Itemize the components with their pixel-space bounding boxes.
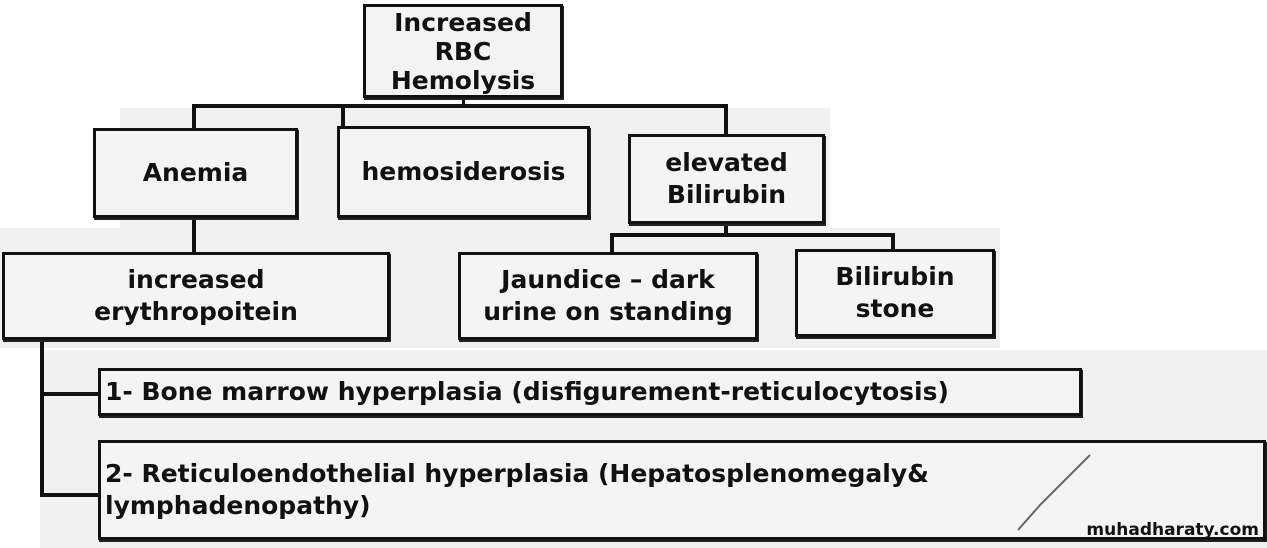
connector-line bbox=[891, 233, 895, 251]
node-label: elevated Bilirubin bbox=[665, 148, 788, 209]
node-bilirubin-stone: Bilirubin stone bbox=[795, 249, 995, 337]
node-anemia: Anemia bbox=[93, 128, 298, 218]
connector-line bbox=[40, 392, 102, 396]
watermark: muhadharaty.com bbox=[1086, 520, 1259, 540]
node-hemosiderosis: hemosiderosis bbox=[337, 126, 590, 218]
node-label: Jaundice – dark urine on standing bbox=[483, 265, 733, 326]
node-label: 1- Bone marrow hyperplasia (disfiguremen… bbox=[105, 377, 949, 406]
connector-line bbox=[341, 104, 345, 126]
node-elevated-bilirubin: elevated Bilirubin bbox=[628, 134, 825, 224]
node-label: hemosiderosis bbox=[361, 157, 566, 186]
connector-line bbox=[40, 338, 44, 496]
connector-line bbox=[192, 104, 196, 134]
connector-line bbox=[462, 96, 465, 106]
node-increased-rbc-hemolysis: Increased RBC Hemolysis bbox=[363, 4, 563, 98]
node-increased-erythropoitein: increased erythropoitein bbox=[2, 252, 390, 340]
connector-line bbox=[610, 233, 895, 237]
connector-line bbox=[610, 233, 614, 253]
effect-bone-marrow-hyperplasia: 1- Bone marrow hyperplasia (disfiguremen… bbox=[98, 368, 1082, 416]
node-jaundice: Jaundice – dark urine on standing bbox=[458, 252, 758, 340]
node-label: Bilirubin stone bbox=[835, 262, 955, 323]
connector-line bbox=[192, 218, 196, 252]
connector-line bbox=[724, 222, 728, 234]
node-label: 2- Reticuloendothelial hyperplasia (Hepa… bbox=[105, 459, 929, 520]
node-label: Increased RBC Hemolysis bbox=[390, 7, 536, 95]
connector-line bbox=[40, 493, 102, 497]
connector-line bbox=[192, 104, 727, 108]
connector-line bbox=[724, 104, 728, 134]
node-label: increased erythropoitein bbox=[94, 265, 298, 326]
node-label: Anemia bbox=[142, 158, 249, 187]
